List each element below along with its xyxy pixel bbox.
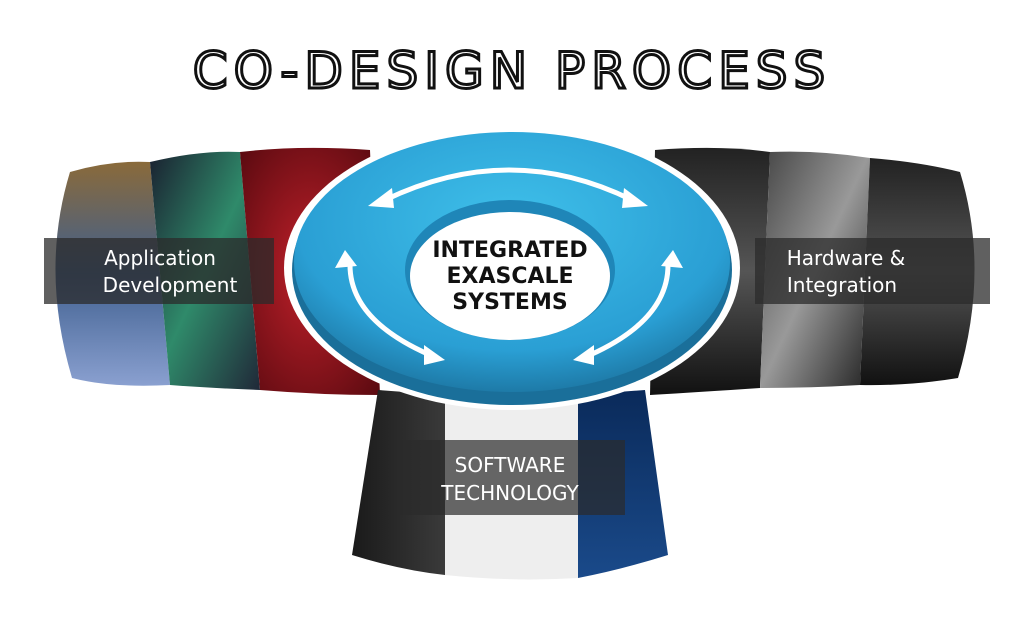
center-label-line2: EXASCALE: [446, 264, 573, 289]
diagram-title: CO-DESIGN PROCESS: [193, 42, 832, 100]
software-images: [352, 390, 668, 580]
center-label-line1: INTEGRATED: [432, 238, 587, 263]
software-label-line2: TECHNOLOGY: [440, 481, 579, 505]
hardware-label-line1: Hardware &: [787, 246, 906, 270]
arrowheads: [335, 188, 683, 365]
center-label-line3: SYSTEMS: [452, 290, 567, 315]
cycle-arrows: [347, 167, 671, 358]
software-label-line1: SOFTWARE: [455, 453, 566, 477]
software-label-band: [400, 440, 625, 515]
application-label-band: [44, 238, 274, 304]
application-label-line1: Application: [104, 246, 216, 270]
hardware-label-line2: Integration: [787, 273, 897, 297]
application-label-line2: Development: [103, 273, 238, 297]
hardware-label-band: [755, 238, 990, 304]
